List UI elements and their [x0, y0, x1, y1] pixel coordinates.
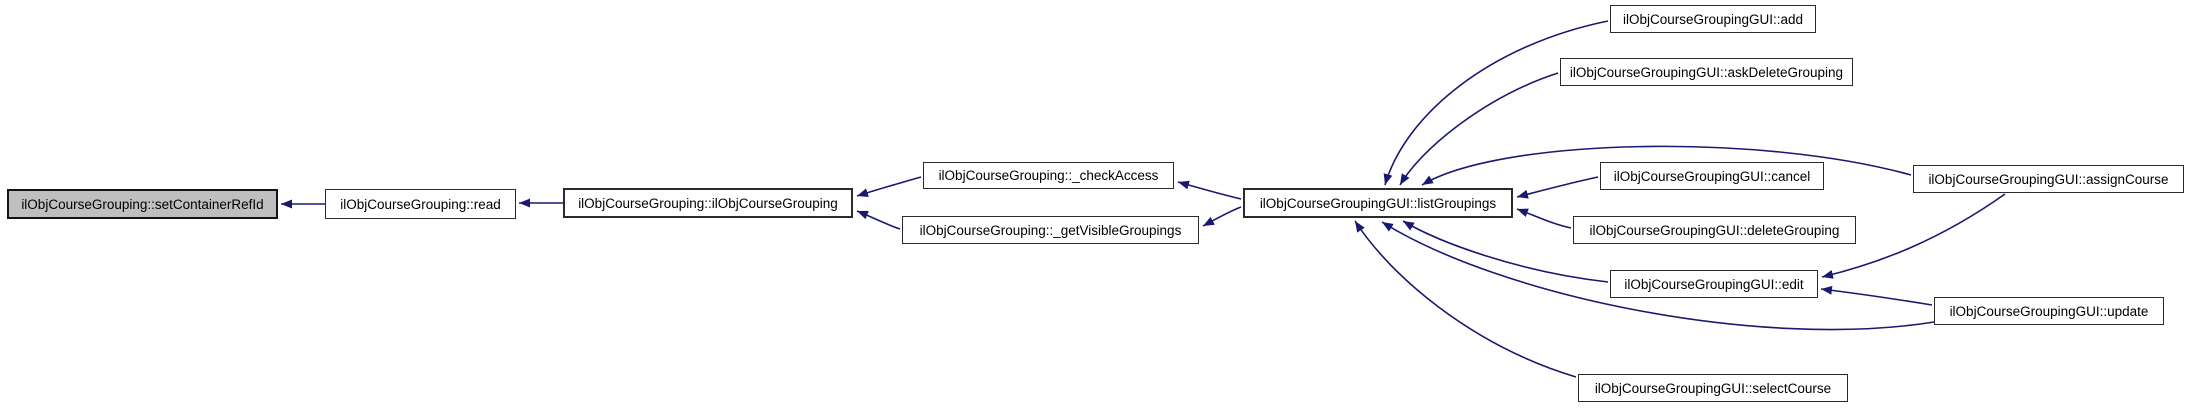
node-selectCourse[interactable]: ilObjCourseGroupingGUI::selectCourse: [1578, 374, 1848, 402]
edge-askDelete-listGroupings: [1399, 72, 1559, 186]
node-add[interactable]: ilObjCourseGroupingGUI::add: [1610, 5, 1816, 33]
node-deleteGrouping[interactable]: ilObjCourseGroupingGUI::deleteGrouping: [1573, 216, 1856, 244]
edge-deleteGrouping-listGroupings: [1516, 208, 1572, 229]
edge-listGroupings-getVisible: [1202, 206, 1242, 227]
edge-listGroupings-checkAccess: [1177, 180, 1242, 200]
edge-assignCourse-listGroupings: [1421, 145, 1912, 186]
edge-edit-listGroupings: [1402, 220, 1609, 283]
edge-add-listGroupings: [1383, 20, 1609, 186]
edge-cancel-listGroupings: [1516, 176, 1599, 199]
node-ilObjCourseGrouping-constructor[interactable]: ilObjCourseGrouping::ilObjCourseGrouping: [563, 188, 853, 218]
node-checkAccess[interactable]: ilObjCourseGrouping::_checkAccess: [923, 162, 1174, 189]
edge-selectCourse-listGroupings: [1354, 220, 1577, 378]
node-read[interactable]: ilObjCourseGrouping::read: [325, 189, 516, 219]
node-askDeleteGrouping[interactable]: ilObjCourseGroupingGUI::askDeleteGroupin…: [1560, 58, 1853, 86]
node-getVisibleGroupings[interactable]: ilObjCourseGrouping::_getVisibleGrouping…: [902, 216, 1199, 244]
edge-update-listGroupings: [1381, 221, 1935, 331]
edge-assignCourse-edit: [1821, 193, 2006, 279]
node-edit[interactable]: ilObjCourseGroupingGUI::edit: [1610, 270, 1818, 298]
node-assignCourse[interactable]: ilObjCourseGroupingGUI::assignCourse: [1913, 165, 2184, 193]
node-update[interactable]: ilObjCourseGroupingGUI::update: [1934, 297, 2164, 325]
node-cancel[interactable]: ilObjCourseGroupingGUI::cancel: [1600, 162, 1824, 190]
node-setContainerRefId: ilObjCourseGrouping::setContainerRefId: [7, 189, 278, 219]
edge-getVisible-ctor: [856, 210, 901, 230]
edge-checkAccess-ctor: [856, 176, 922, 197]
edge-update-edit: [1820, 285, 1933, 306]
node-listGroupings[interactable]: ilObjCourseGroupingGUI::listGroupings: [1243, 188, 1513, 218]
